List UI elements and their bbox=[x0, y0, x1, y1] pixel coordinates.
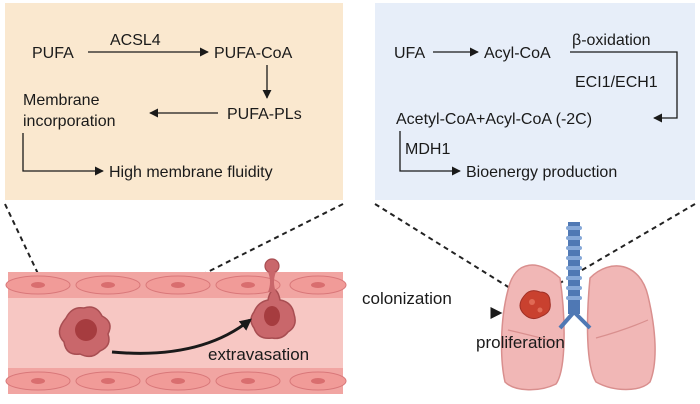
bioenergy-label: Bioenergy production bbox=[466, 164, 617, 181]
left-pathway-panel bbox=[5, 3, 343, 200]
zoom-line-right-b bbox=[547, 203, 696, 291]
pufa-label: PUFA bbox=[32, 45, 74, 62]
membrane-label-line2: incorporation bbox=[23, 113, 116, 130]
right-pathway-panel bbox=[375, 3, 695, 200]
beta-oxidation-label: β-oxidation bbox=[572, 32, 651, 49]
fluidity-label: High membrane fluidity bbox=[109, 164, 273, 181]
zoom-line-right-a bbox=[374, 203, 519, 294]
extravasation-arrow bbox=[111, 318, 252, 355]
membrane-label-line1: Membrane bbox=[23, 92, 100, 109]
pufa-coa-label: PUFA-CoA bbox=[214, 45, 293, 62]
pufa-pls-label: PUFA-PLs bbox=[227, 106, 302, 123]
acyl-coa-label: Acyl-CoA bbox=[484, 45, 551, 62]
arrow-beta-oxidation bbox=[570, 51, 678, 123]
arrow-membrane-to-fluidity bbox=[22, 133, 104, 176]
extravasation-label: extravasation bbox=[208, 345, 309, 364]
arrow-mdh1 bbox=[399, 131, 461, 176]
eci1-ech1-label: ECI1/ECH1 bbox=[575, 74, 658, 91]
circulating-tumor-cell bbox=[58, 306, 111, 358]
extravasating-tumor-cell bbox=[250, 258, 296, 340]
proliferation-label: proliferation bbox=[476, 333, 565, 352]
acetyl-coa-label: Acetyl-CoA+Acyl-CoA (-2C) bbox=[396, 111, 592, 128]
ufa-label: UFA bbox=[394, 45, 425, 62]
mdh1-label: MDH1 bbox=[405, 141, 450, 158]
acsl4-label: ACSL4 bbox=[110, 32, 161, 49]
colonization-label: colonization bbox=[362, 289, 452, 308]
lung-metastasis bbox=[519, 290, 551, 320]
blood-vessel bbox=[5, 272, 347, 394]
